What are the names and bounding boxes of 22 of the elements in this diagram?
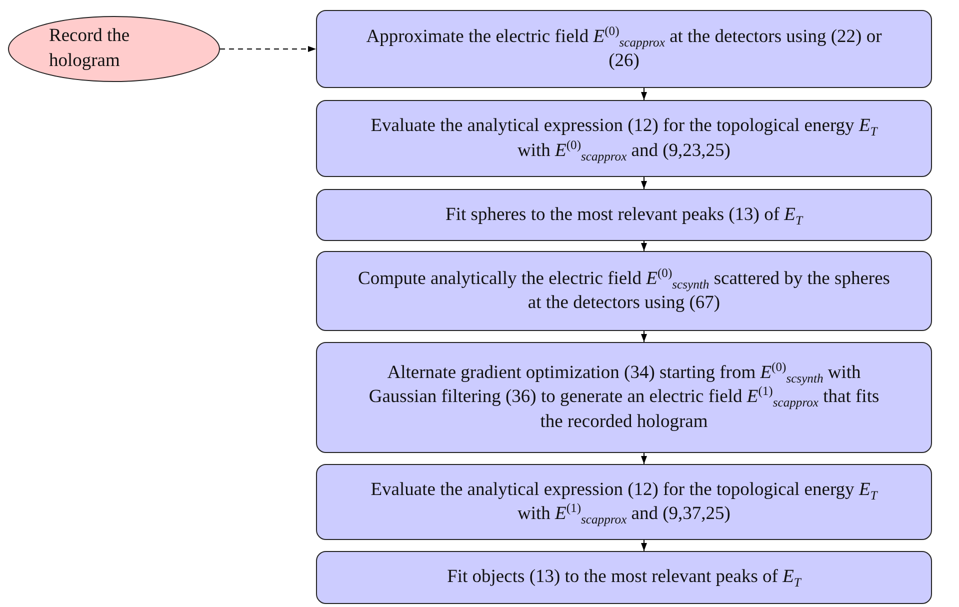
process-box (316, 551, 932, 604)
arrow (641, 540, 647, 552)
arrow (641, 452, 647, 464)
arrow (641, 240, 647, 252)
arrow (641, 176, 647, 190)
node-text: Fit spheres to the most relevant peaks (13) of E$_{T}$ (446, 204, 802, 228)
node-text: Compute analytically the electric field E$^{(0)}$$_{scsynth}$ scattered by the spheres at the detectors using (67) (357, 266, 891, 315)
process-box (316, 251, 932, 331)
node-text: Record the hologram (49, 25, 131, 73)
arrow (220, 46, 316, 52)
node-text: Alternate gradient optimization (34) starting from E$^{(0)}$$_{scsynth}$ with Gaussian filtering (36) to generate an electric field E$^{(1)}$$_{scapprox}$ that fits the recorded hologram (368, 361, 880, 434)
process-box (316, 342, 932, 453)
process-box (316, 189, 932, 241)
node-text: Approximate the electric field E$^{(0)}$$_{scapprox}$ at the detectors using (22) or (26) (365, 24, 883, 73)
process-box (316, 100, 932, 177)
arrow (641, 88, 647, 100)
node-text: Evaluate the analytical expression (12) for the topological energy E$_{T}$ with E$^{(1)}$$_{scapprox}$ and (9,37,25) (370, 478, 879, 526)
arrow (641, 330, 647, 342)
node-text: Fit objects (13) to the most relevant peaks of E$_{T}$ (447, 566, 801, 590)
node-text: Evaluate the analytical expression (12) for the topological energy E$_{T}$ with E$^{(0)}$$_{scapprox}$ and (9,23,25) (370, 115, 879, 163)
process-box (316, 10, 932, 88)
process-box (316, 464, 932, 540)
